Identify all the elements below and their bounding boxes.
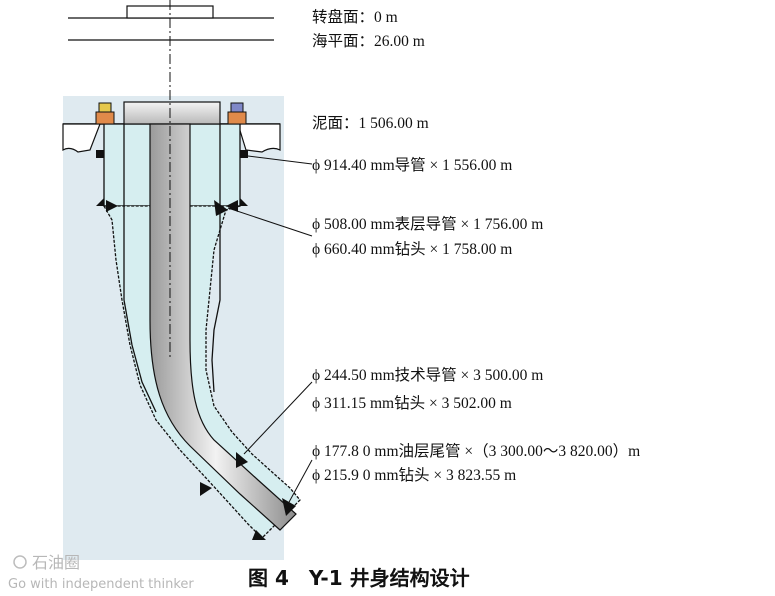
- callout-bit-311: ϕ 311.15 mm钻头 × 3 502.00 m: [312, 394, 512, 412]
- label-rotary-table: 转盘面：0 m: [312, 7, 398, 26]
- callout-liner: ϕ 177.8 0 mm油层尾管 ×（3 300.00～3 820.00）m: [312, 442, 640, 460]
- leader-lines: [227, 155, 313, 505]
- inner-casing-string: [149, 123, 297, 531]
- wellhead: [95, 101, 247, 125]
- casing-shoes: [106, 200, 296, 540]
- callout-bit-215: ϕ 215.9 0 mm钻头 × 3 823.55 m: [312, 466, 516, 484]
- figure-caption: 图 4 Y-1 井身结构设计: [248, 566, 470, 590]
- callout-bit-660: ϕ 660.40 mm钻头 × 1 758.00 m: [312, 240, 512, 258]
- watermark: 石油圈 Go with independent thinker: [8, 553, 194, 592]
- callout-conductor: ϕ 914.40 mm导管 × 1 556.00 m: [312, 156, 512, 174]
- watermark-brand: 石油圈: [32, 553, 80, 572]
- watermark-slogan: Go with independent thinker: [8, 577, 194, 592]
- watermark-logo-icon: [13, 555, 27, 569]
- label-sea-level: 海平面：26.00 m: [312, 32, 425, 50]
- callout-intermediate-casing: ϕ 244.50 mm技术导管 × 3 500.00 m: [312, 366, 543, 384]
- label-mudline: 泥面：1 506.00 m: [312, 114, 429, 132]
- surface-casing: [123, 124, 221, 413]
- callout-surface-casing: ϕ 508.00 mm表层导管 × 1 756.00 m: [312, 215, 543, 233]
- platform-lines: [68, 5, 274, 41]
- seabed: [62, 123, 281, 153]
